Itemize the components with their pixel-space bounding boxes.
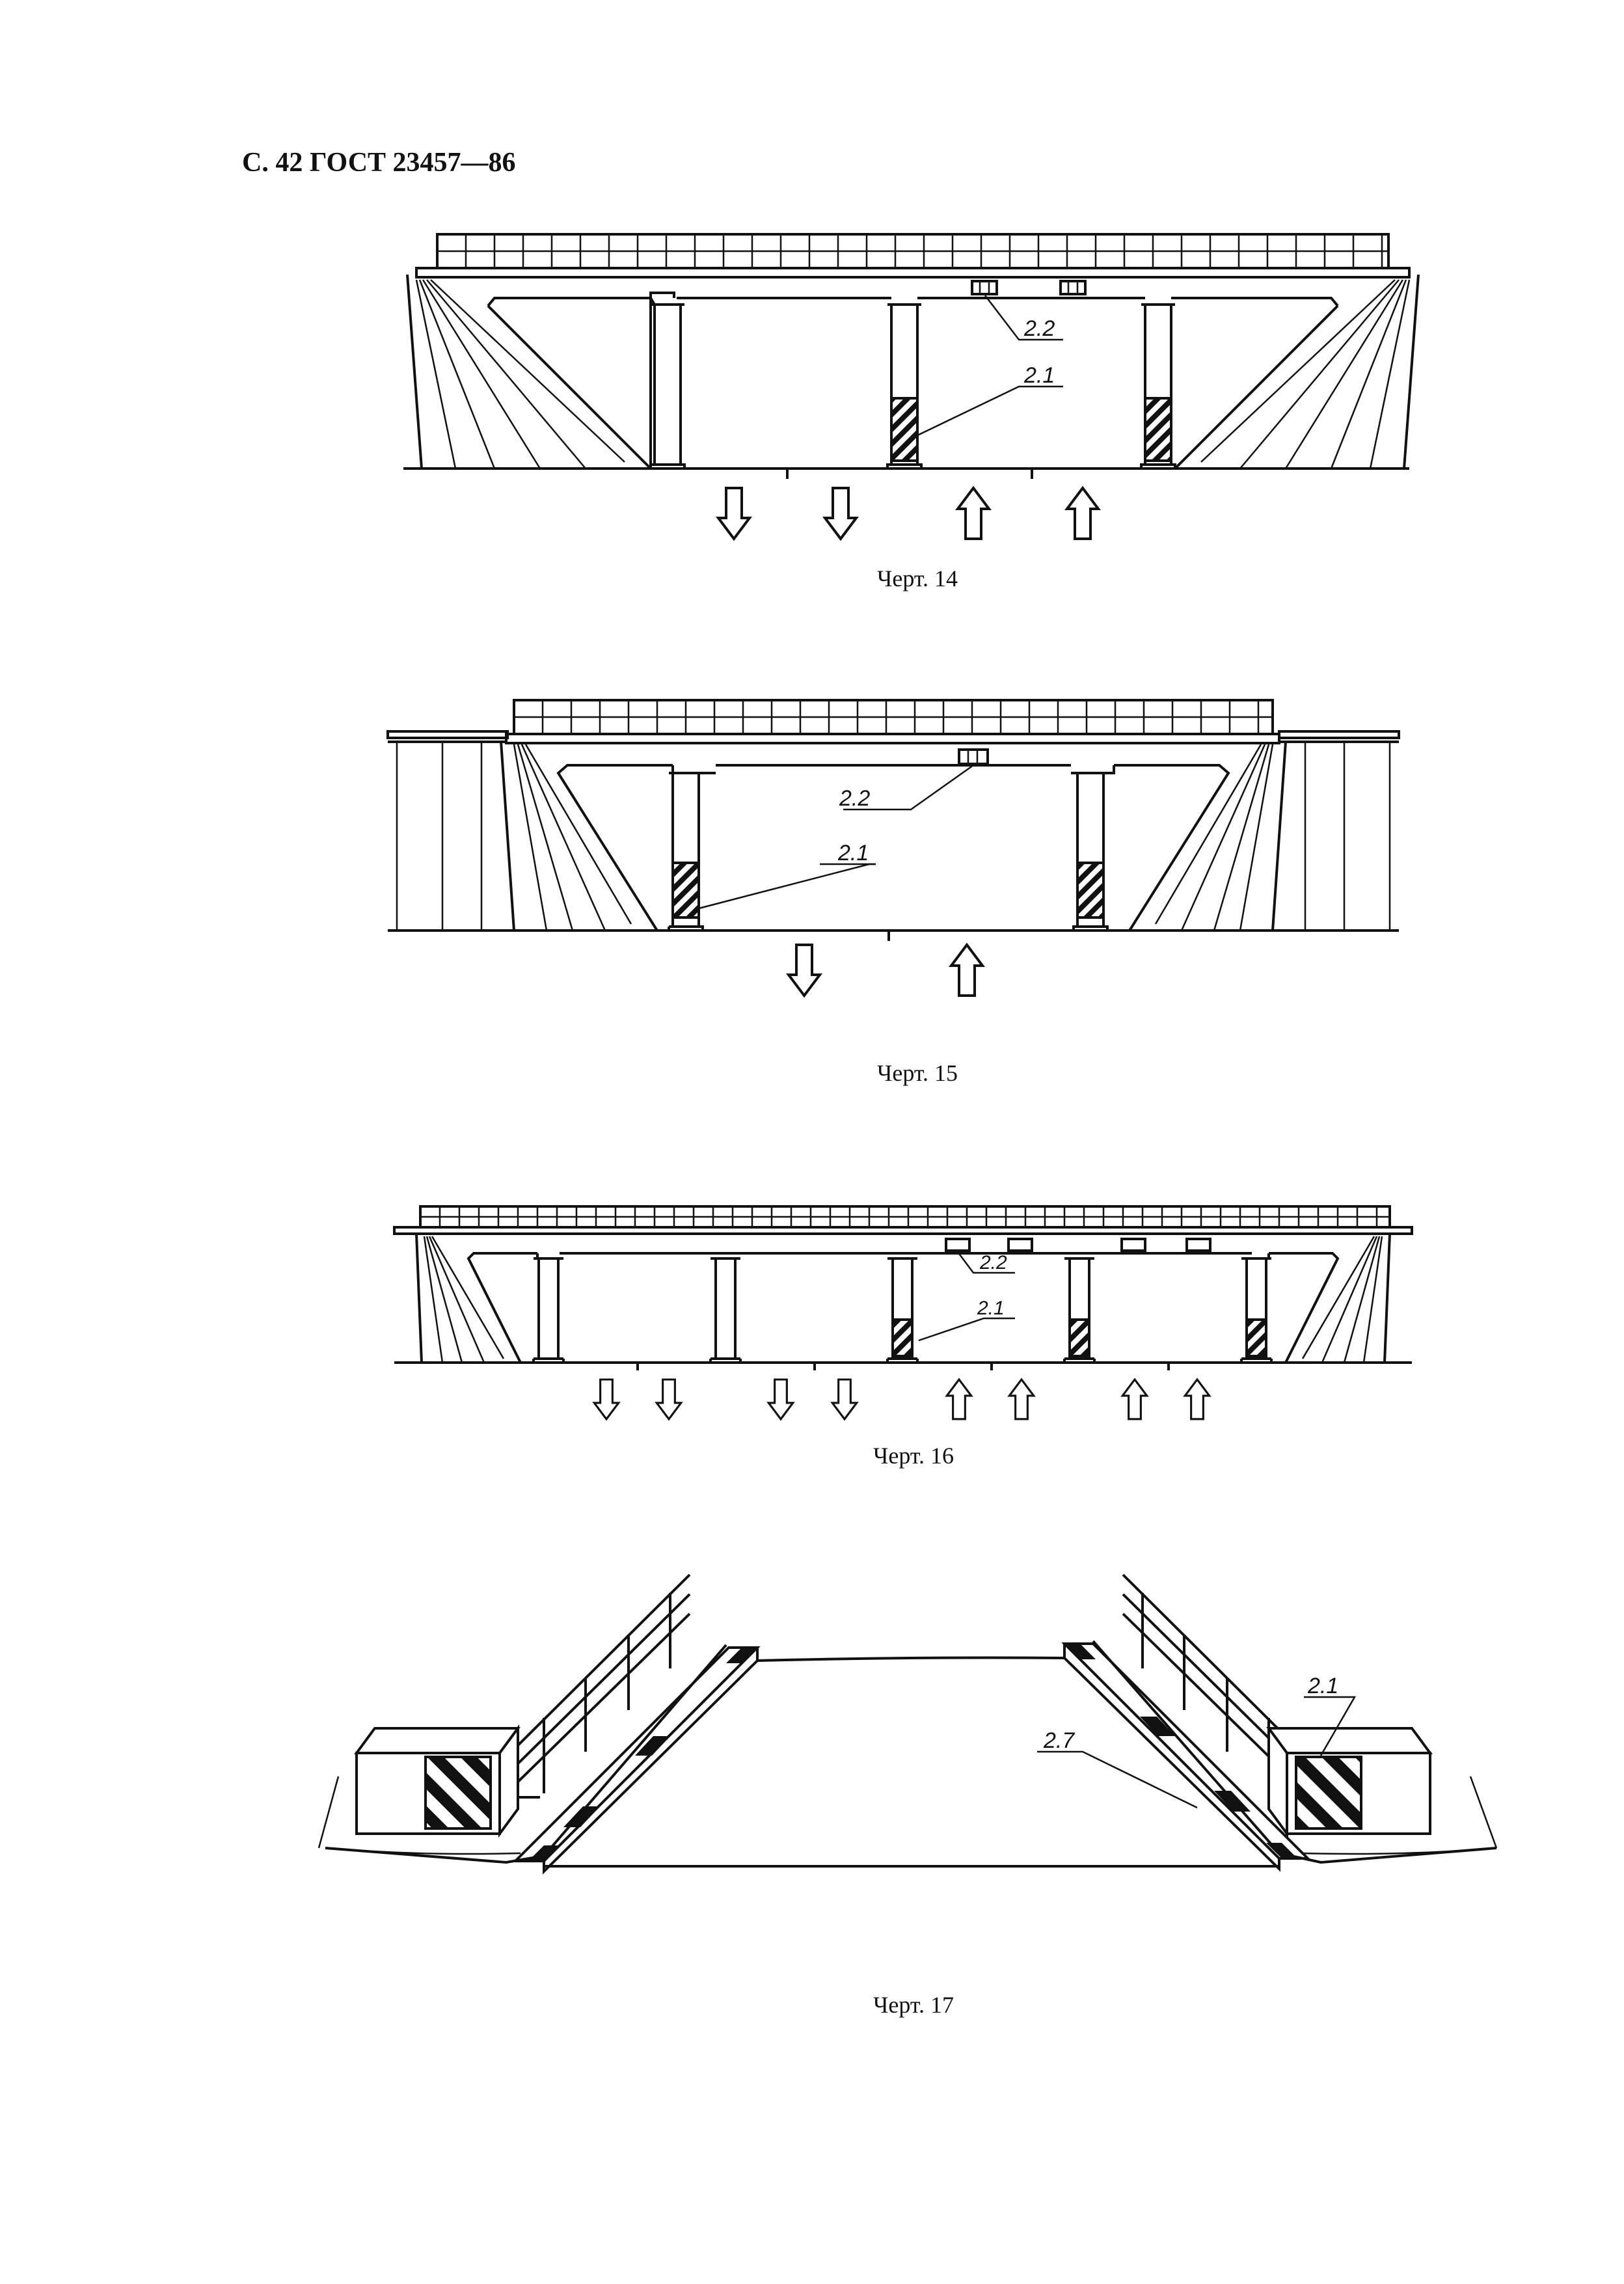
figure-14: 2.2 2.1	[0, 228, 1624, 592]
pier-2-hatched-marking	[1076, 862, 1105, 919]
label-2-1: 2.1	[1307, 1674, 1338, 1698]
label-2-1: 2.1	[1023, 363, 1055, 388]
right-railing-pedestal	[1266, 1724, 1433, 1838]
arrow-down-icon	[824, 487, 858, 540]
arrow-down-icon	[655, 1378, 683, 1421]
pedestal-hatched-marking	[1295, 1756, 1362, 1830]
pier-3-hatched-marking	[1144, 397, 1172, 462]
pier-hatched-marking	[891, 1318, 914, 1357]
sign-2-2	[958, 748, 989, 765]
right-abutment-fan	[1301, 1236, 1383, 1363]
arrow-up-icon	[1066, 487, 1100, 540]
arrow-down-icon	[593, 1378, 620, 1421]
label-2-1: 2.1	[977, 1298, 1005, 1319]
pier-hatched-marking	[1245, 1318, 1267, 1357]
figure-15: 2.2 2.1	[0, 690, 1624, 1041]
label-2-2: 2.2	[839, 786, 870, 811]
arrow-up-icon	[956, 487, 990, 540]
pier-1	[653, 303, 682, 466]
figure-15-drawing: 2.2 2.1	[386, 699, 1400, 997]
arrow-up-icon	[1184, 1378, 1211, 1421]
arrow-down-icon	[717, 487, 751, 540]
figure-14-drawing: 2.2 2.1	[403, 233, 1420, 540]
label-2-7: 2.7	[1043, 1728, 1075, 1753]
caption-figure-16: Черт. 16	[873, 1443, 954, 1469]
label-2-1: 2.1	[837, 841, 869, 865]
pier	[537, 1257, 560, 1360]
arrow-up-icon	[945, 1378, 973, 1421]
pier	[714, 1257, 737, 1360]
pier-1-hatched-marking	[671, 862, 700, 919]
figure-17-drawing: 2.7 2.1	[318, 1573, 1498, 1875]
right-abutment-fan	[1200, 279, 1411, 469]
figure-17: 2.7 2.1	[0, 1562, 1624, 1900]
left-abutment-fan	[513, 744, 632, 931]
right-abutment-fan	[1154, 744, 1274, 931]
left-curb	[512, 1646, 761, 1875]
figure-16-drawing: 2.2 2.1	[393, 1205, 1413, 1421]
sign-2-2-a	[971, 280, 998, 295]
caption-figure-15: Черт. 15	[877, 1060, 958, 1086]
caption-figure-14: Черт. 14	[877, 565, 958, 591]
railing-posts	[541, 700, 1260, 734]
arrow-up-icon	[1008, 1378, 1035, 1421]
label-2-2: 2.2	[1023, 316, 1055, 341]
arrow-up-icon	[1121, 1378, 1148, 1421]
left-railing	[493, 1573, 691, 1793]
pier-hatched-marking	[1068, 1318, 1090, 1357]
left-railing-pedestal	[354, 1724, 521, 1838]
sign-2-2-b	[1059, 280, 1087, 295]
arrow-down-icon	[767, 1378, 794, 1421]
caption-figure-17: Черт. 17	[873, 1992, 954, 2018]
pedestal-hatched-marking	[424, 1756, 492, 1830]
figure-16: 2.2 2.1	[0, 1199, 1624, 1446]
signs-2-2	[945, 1238, 1211, 1252]
left-abutment-fan	[423, 1236, 505, 1363]
label-2-2: 2.2	[979, 1252, 1007, 1273]
railing-posts	[439, 1206, 1378, 1227]
pier-2-hatched-marking	[890, 397, 919, 462]
page-header: С. 42 ГОСТ 23457—86	[242, 148, 516, 178]
piers	[532, 1257, 1273, 1363]
arrow-down-icon	[787, 944, 821, 997]
arrow-up-icon	[950, 944, 984, 997]
roadway-far-edge	[757, 1656, 1065, 1662]
left-abutment-fan	[415, 279, 625, 469]
arrow-down-icon	[831, 1378, 858, 1421]
railing-posts	[465, 234, 1383, 268]
